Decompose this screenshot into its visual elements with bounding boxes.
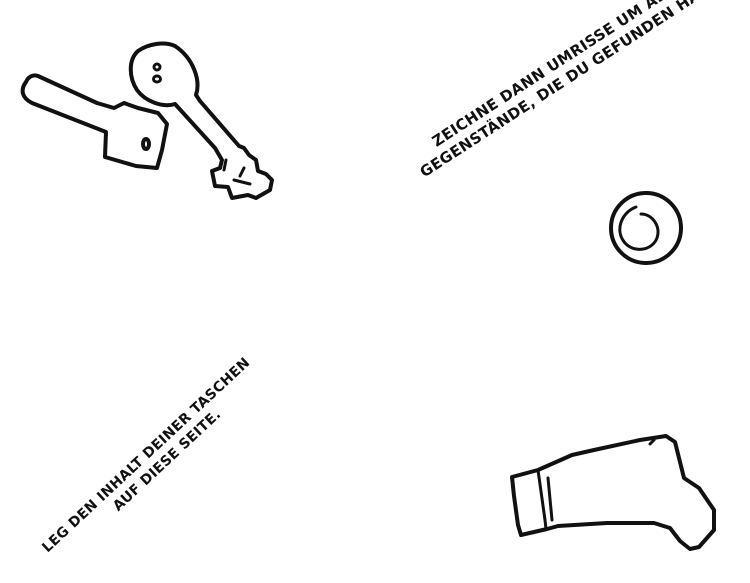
key-outline [20, 73, 169, 170]
second-key-outline [128, 41, 274, 200]
ring-outline [609, 191, 683, 265]
lighter-outline [510, 434, 716, 551]
